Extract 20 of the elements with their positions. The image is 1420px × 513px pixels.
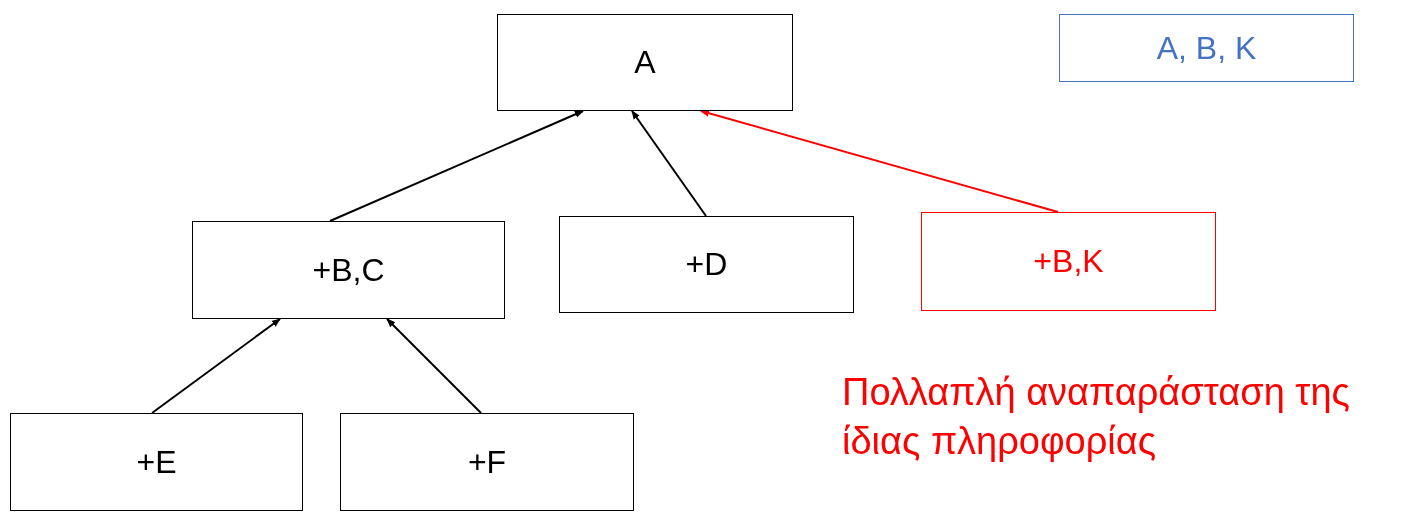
box-label: +B,K	[1033, 243, 1104, 280]
arrow	[631, 110, 707, 217]
box-label: +F	[467, 443, 507, 481]
arrow	[329, 110, 584, 222]
arrow	[151, 318, 281, 414]
box-label: +B,C	[312, 251, 385, 289]
process-box	[921, 212, 1216, 311]
box-label: +D	[685, 246, 728, 283]
box-label: +E	[136, 443, 177, 481]
box-label: A, B, K	[1156, 29, 1257, 67]
process-box	[559, 216, 854, 313]
process-box	[1059, 14, 1354, 82]
note-text: Πολλαπλή αναπαράσταση της ίδιας πληροφορίας	[842, 370, 1351, 465]
arrow	[700, 109, 1059, 213]
process-box	[192, 221, 505, 319]
box-label: A	[634, 44, 656, 81]
process-box	[497, 14, 793, 111]
process-box	[340, 413, 634, 511]
process-box	[10, 413, 303, 511]
arrow	[386, 318, 482, 414]
